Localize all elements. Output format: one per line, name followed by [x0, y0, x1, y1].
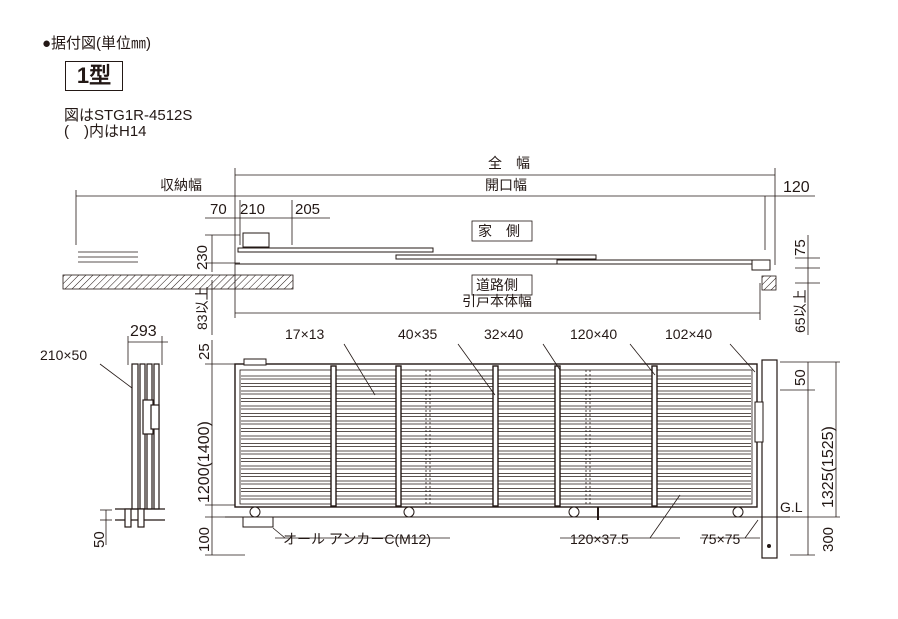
top-cap — [243, 358, 267, 366]
post-label: 75×75 — [701, 531, 741, 547]
bar-32x40: 32×40 — [484, 326, 524, 342]
dim-100: 100 — [196, 527, 213, 552]
plan-post — [751, 259, 771, 271]
bar-120x40: 120×40 — [570, 326, 617, 342]
wall-right-hatch — [761, 275, 777, 291]
page-title: ●据付図(単位㎜) — [42, 35, 152, 52]
dim-120: 120 — [783, 179, 810, 196]
road-side-label: 道路側 — [476, 277, 518, 293]
dim-205: 205 — [295, 201, 320, 218]
dim-25: 25 — [196, 343, 213, 360]
wheels — [249, 506, 744, 518]
dim-75: 75 — [792, 239, 809, 256]
post-75x75 — [761, 359, 778, 559]
model-badge: 1型 — [65, 61, 123, 91]
wall-left-hatch — [62, 274, 294, 290]
dim-50-side: 50 — [91, 531, 108, 548]
dim-210x50: 210×50 — [40, 347, 87, 363]
plan-stopper — [242, 232, 270, 248]
bar-17x13: 17×13 — [285, 326, 325, 342]
anchor-block — [242, 516, 274, 528]
dim-70: 70 — [210, 201, 227, 218]
post-anchor-dot — [767, 544, 771, 548]
house-side-box — [471, 220, 533, 242]
storage-stack-marks — [78, 251, 138, 263]
dim-210: 210 — [240, 201, 265, 218]
leader-lines — [272, 343, 760, 539]
dim-83-over: 83以上 — [194, 286, 210, 330]
rail-label: 120×37.5 — [570, 531, 629, 547]
dim-230: 230 — [194, 245, 211, 270]
bar-102x40: 102×40 — [665, 326, 712, 342]
plan-panel-2 — [395, 254, 597, 260]
plan-panel-1 — [237, 247, 434, 253]
gate-body-width-label: 引戸本体幅 — [462, 293, 532, 309]
side-leader-line — [99, 363, 133, 389]
panel-dividers — [330, 365, 658, 507]
full-width-label: 全 幅 — [488, 155, 530, 171]
dim-65-over: 65以上 — [792, 289, 808, 333]
dim-50-top: 50 — [792, 369, 809, 386]
house-side-label: 家 側 — [478, 223, 520, 239]
bar-40x35: 40×35 — [398, 326, 438, 342]
gl-label: G.L — [780, 499, 803, 515]
opening-width-label: 開口幅 — [485, 177, 527, 193]
paren-note: ( )内はH14 — [64, 123, 147, 140]
dim-300: 300 — [820, 527, 837, 552]
side-frame — [115, 363, 165, 528]
handle — [754, 401, 764, 443]
road-side-box — [471, 274, 533, 296]
dim-293: 293 — [130, 323, 157, 340]
figure-note: 図はSTG1R-4512S — [64, 107, 193, 124]
height-1325: 1325(1525) — [820, 426, 837, 508]
anchor-label: オール アンカーC(M12) — [283, 531, 431, 547]
height-1200: 1200(1400) — [196, 421, 213, 503]
storage-width-label: 収納幅 — [160, 177, 202, 193]
plan-panel-3 — [556, 259, 758, 265]
